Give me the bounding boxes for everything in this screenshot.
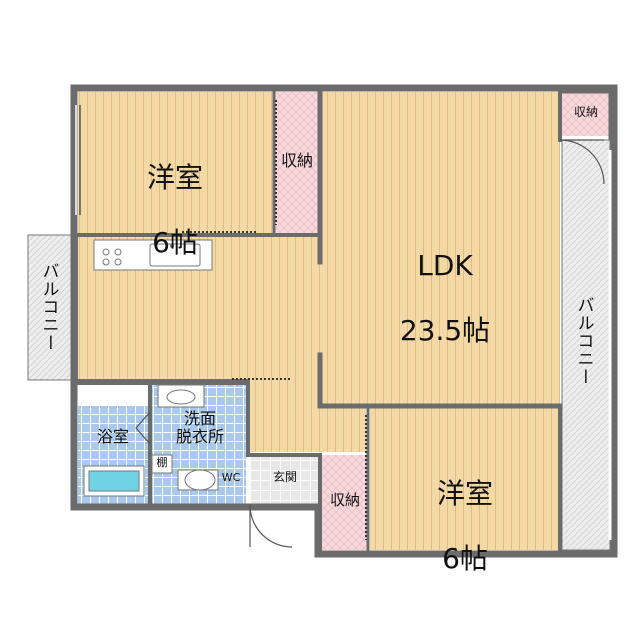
storage-bottom-label: 収納 (329, 491, 360, 509)
western-room-top-label: 洋室 6帖 (130, 130, 220, 291)
western-room-top-floor (78, 92, 274, 235)
ldk-floor (322, 92, 560, 407)
toilet-label: WC (221, 471, 241, 484)
windows (75, 105, 612, 540)
balcony-right (561, 139, 611, 551)
sliding-doors (182, 100, 367, 540)
bath-label: 浴室 (96, 427, 129, 446)
walls (70, 84, 618, 558)
storage-top-floor (274, 92, 318, 235)
western-room-bottom-size: 6帖 (442, 541, 488, 575)
washroom-label: 洗面 脱衣所 (175, 409, 224, 447)
western-room-bottom-floor (370, 407, 560, 550)
western-room-bottom-label: 洋室 6帖 (420, 446, 510, 607)
doors (135, 139, 605, 548)
fixtures (83, 384, 219, 497)
ldk-label: LDK 23.5帖 (380, 218, 510, 379)
western-room-top-size: 6帖 (152, 225, 198, 259)
storage-top-label: 収納 (280, 151, 313, 170)
ldk-size: 23.5帖 (399, 313, 491, 347)
balcony-right-label: バルコニー (573, 296, 594, 386)
entrance-floor (250, 455, 320, 505)
storage-corner-floor (560, 92, 610, 136)
hall-floor (248, 380, 366, 452)
ldk-name: LDK (417, 249, 473, 283)
kitchen-counter (93, 239, 213, 271)
shelf-label: 棚 (156, 456, 168, 469)
entrance-label: 玄関 (272, 470, 297, 484)
storage-corner-label: 収納 (573, 105, 598, 119)
western-room-bottom-name: 洋室 (436, 477, 493, 511)
balcony-left-label: バルコニー (38, 262, 59, 352)
storage-bottom-floor (322, 455, 368, 550)
western-room-top-name: 洋室 (146, 161, 203, 195)
balcony-left (27, 234, 79, 381)
